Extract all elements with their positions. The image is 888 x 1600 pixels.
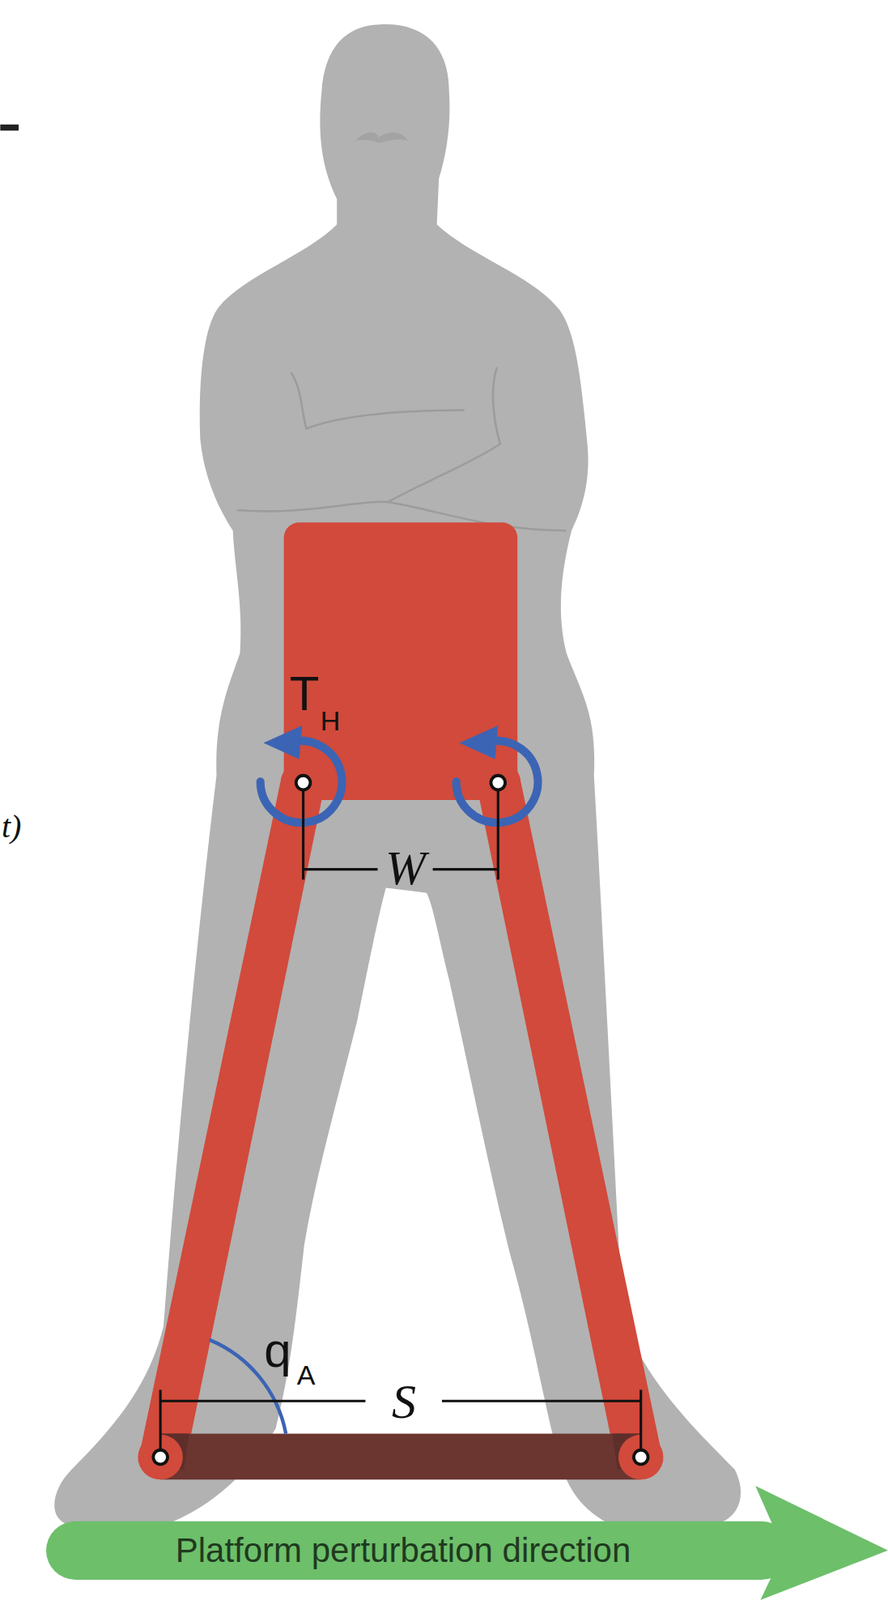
torque-symbol: T xyxy=(289,669,320,719)
left-leg-segment xyxy=(137,775,327,1470)
perturbation-arrow: Platform perturbation direction xyxy=(46,1485,888,1600)
arm-contours xyxy=(237,367,567,532)
torque-arrowheads xyxy=(263,725,498,760)
joint-pins xyxy=(152,775,648,1465)
torque-subscript: H xyxy=(320,706,341,735)
foot-platform xyxy=(160,1433,642,1480)
angle-symbol: q xyxy=(263,1325,291,1375)
angle-subscript: A xyxy=(297,1360,316,1389)
cropped-equation-text: t) xyxy=(1,810,22,843)
cropped-mark xyxy=(0,124,19,132)
human-silhouette xyxy=(54,24,741,1526)
pelvis-segment xyxy=(284,522,519,800)
arrow-caption: Platform perturbation direction xyxy=(175,1533,632,1568)
stance-width-label: S xyxy=(391,1376,417,1426)
moustache xyxy=(355,131,409,143)
right-leg-segment xyxy=(474,775,663,1470)
dimension-lines xyxy=(160,790,642,1449)
hip-width-label: W xyxy=(385,843,426,893)
